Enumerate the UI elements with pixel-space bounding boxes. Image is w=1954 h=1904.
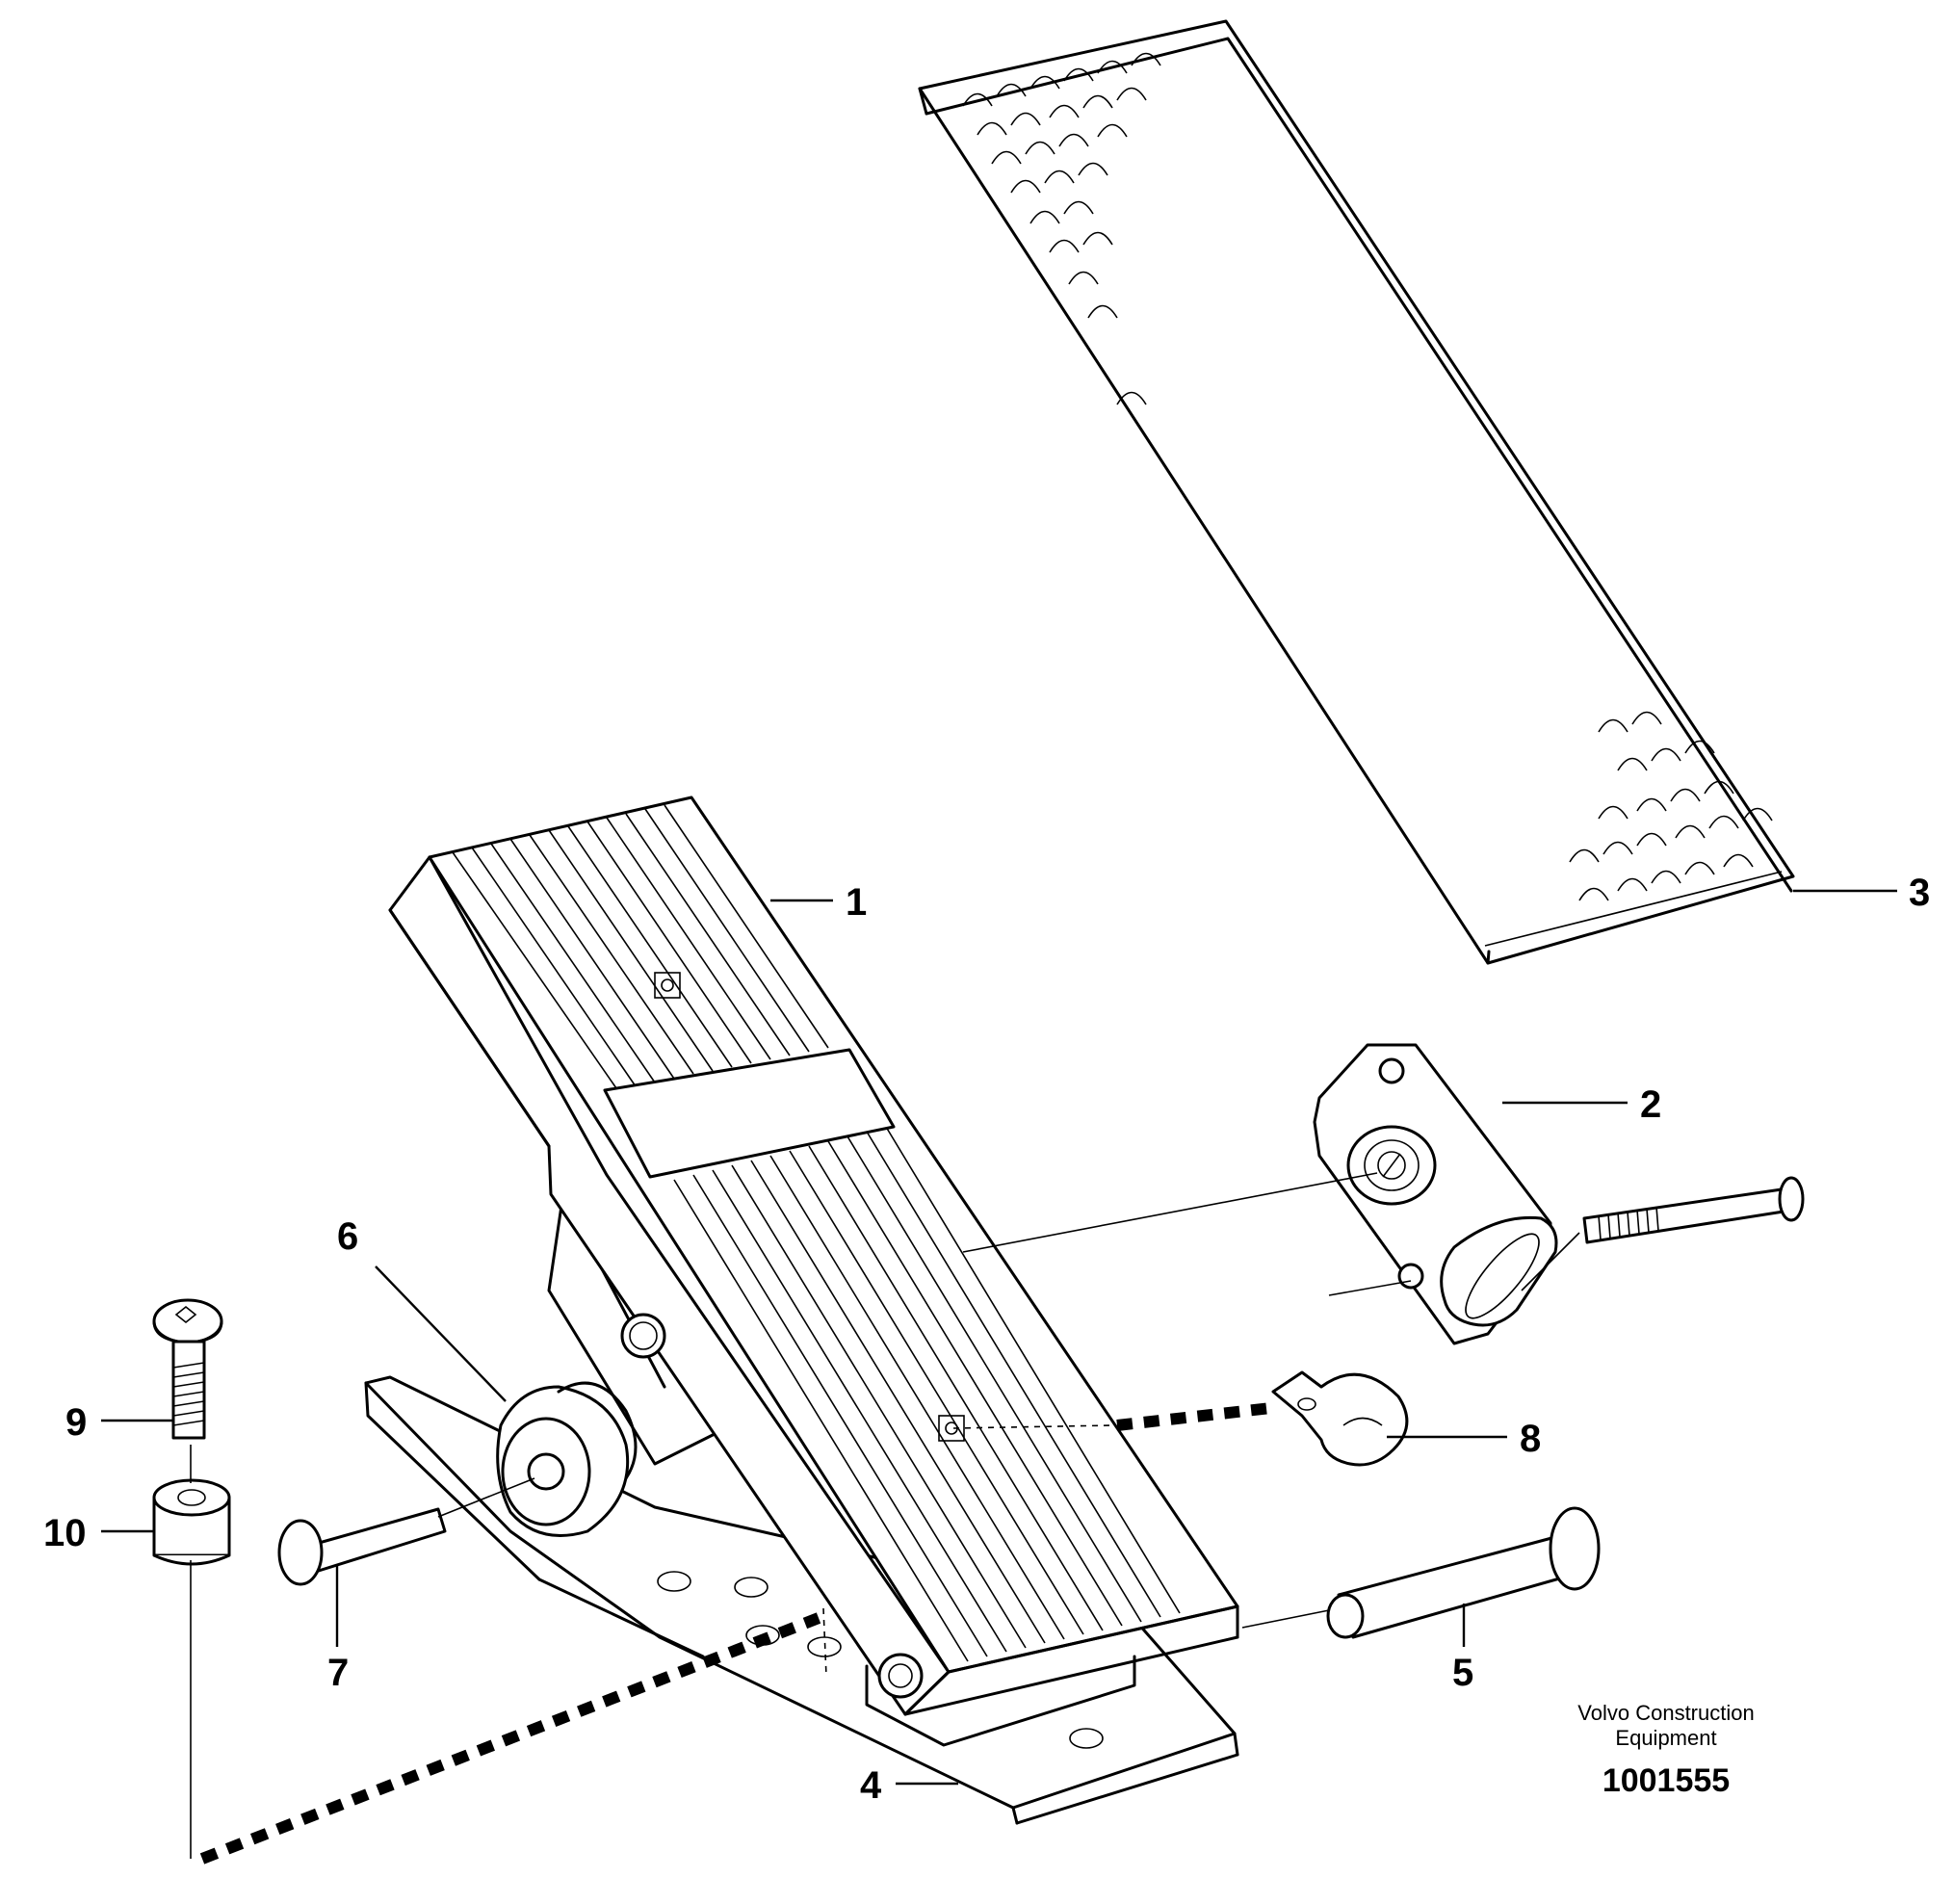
callout-leaders [101,889,1897,1786]
document-number: 1001555 [1602,1762,1730,1799]
callout-9: 9 [65,1401,87,1444]
callout-7: 7 [327,1652,349,1694]
position-sensor-part-2 [1313,1043,1558,1345]
callout-3: 3 [1909,872,1930,914]
cable-clip-part-8 [1271,1370,1409,1467]
company-name-line-2: Equipment [1615,1726,1716,1750]
assembly-lines [190,1172,1580,1865]
callout-1: 1 [846,881,867,924]
accelerator-pedal-part-1 [388,796,1239,1716]
callout-6: 6 [337,1215,358,1258]
callout-10: 10 [43,1512,87,1554]
callout-2: 2 [1640,1083,1661,1126]
long-pin-part-5 [1326,1506,1601,1639]
pedal-ribs [452,804,1181,1662]
spacer-part-10 [152,1478,231,1566]
callout-5: 5 [1452,1652,1473,1694]
sensor-bolt [1582,1176,1805,1244]
mat-tread-pattern [962,52,1773,901]
pedal-mat-part-3 [918,19,1795,965]
callout-4: 4 [860,1764,882,1807]
screw-part-9 [152,1298,223,1440]
short-pin-part-7 [277,1507,447,1586]
callout-8: 8 [1520,1418,1541,1460]
company-name-line-1: Volvo Construction [1577,1701,1754,1725]
pivot-bushing-part-6 [496,1381,638,1537]
